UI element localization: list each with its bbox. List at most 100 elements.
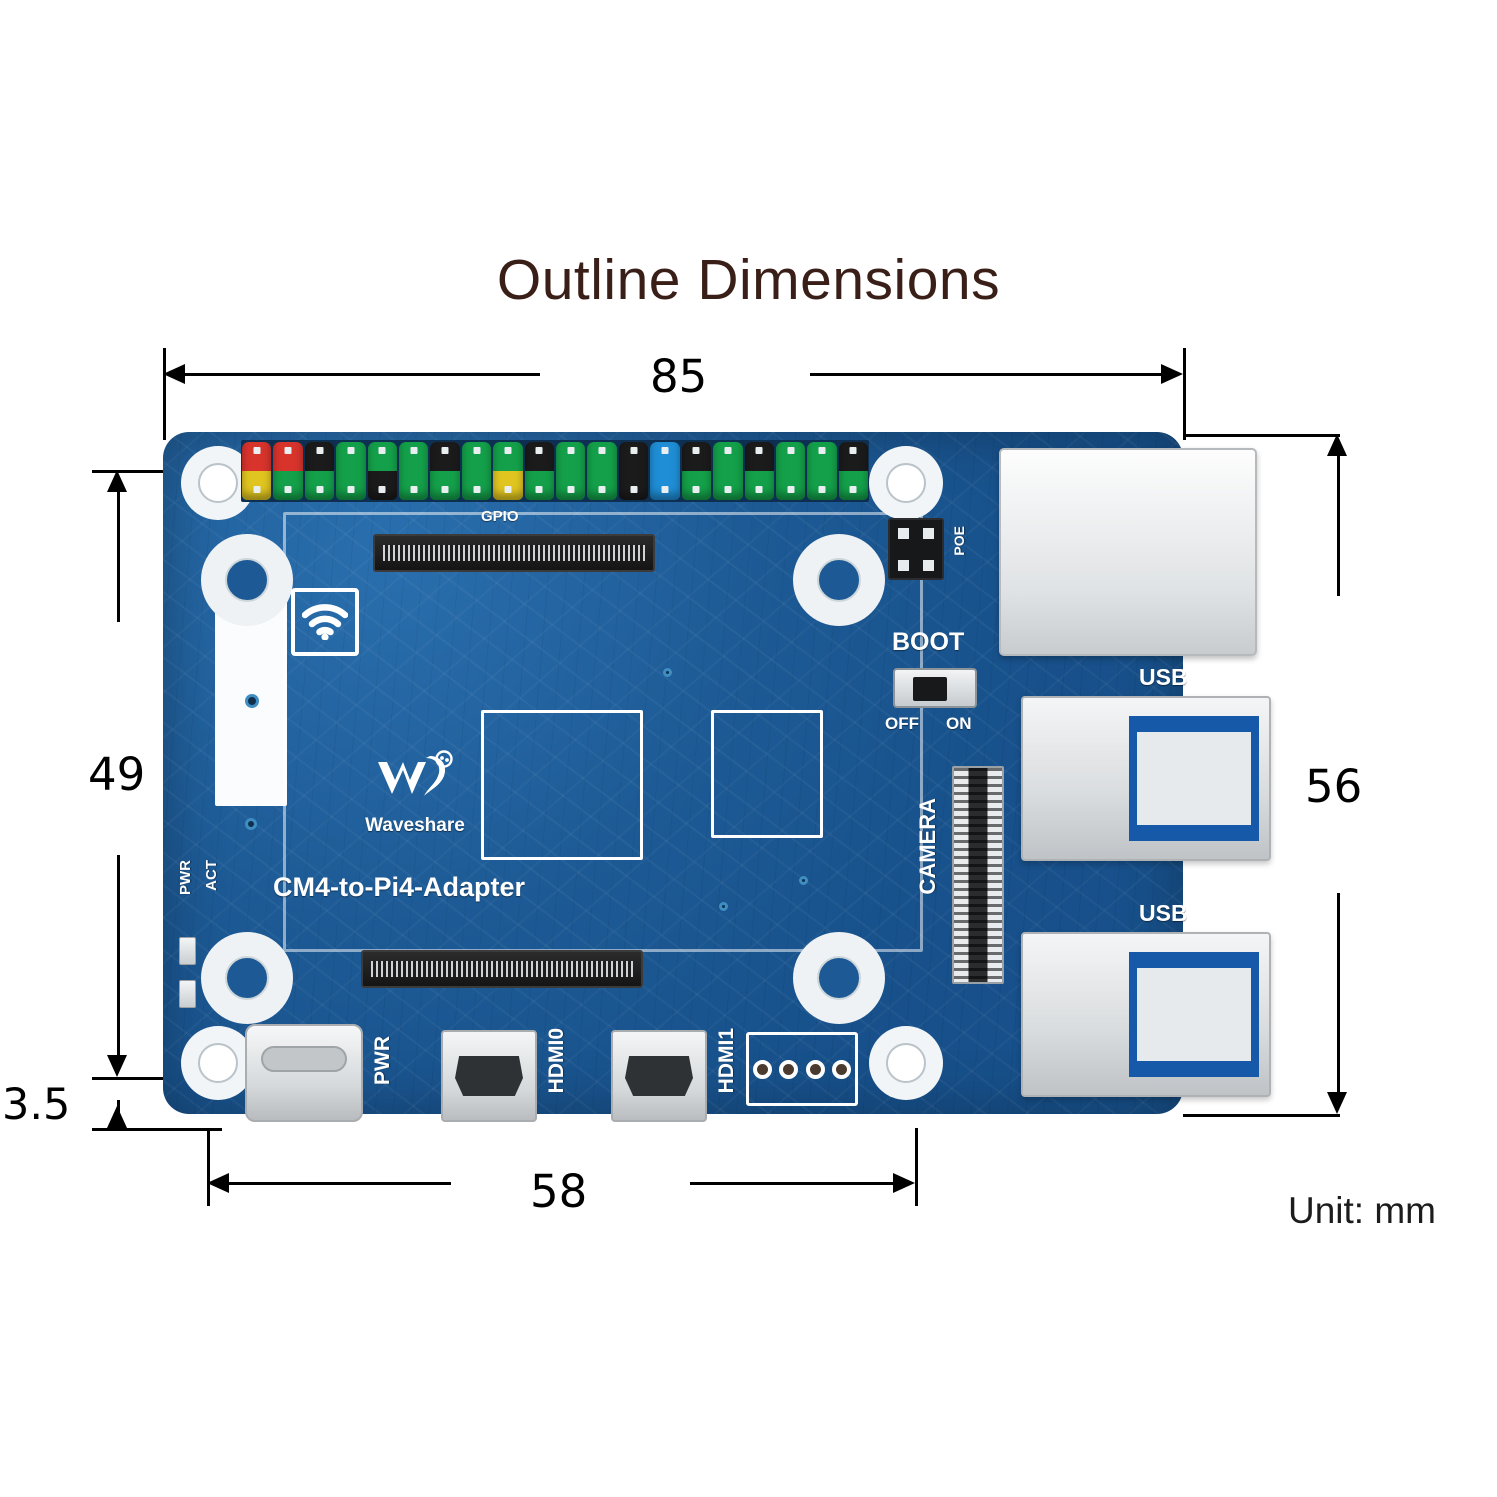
- dim-85-extension-left: [163, 348, 166, 440]
- power-led: [179, 937, 196, 965]
- mounting-hole-bottom-left: [181, 1026, 255, 1100]
- dim-58-line-right: [690, 1182, 894, 1185]
- activity-led: [179, 980, 196, 1008]
- hdmi0-port[interactable]: [441, 1030, 537, 1122]
- power-label: PWR: [371, 1036, 394, 1085]
- gpio-pin: [399, 442, 429, 500]
- standoff-ring-bottom-left: [201, 932, 293, 1024]
- dim-58-arrow-left: [207, 1173, 229, 1193]
- gpio-pin: [273, 442, 303, 500]
- led-pwr-label: PWR: [177, 860, 194, 895]
- standoff-ring-bottom-right: [793, 932, 885, 1024]
- gpio-pin: [681, 442, 712, 500]
- dim-85-extension-right: [1183, 348, 1186, 440]
- hdmi0-label: HDMI0: [545, 1028, 568, 1094]
- dim-85-line-right: [810, 373, 1162, 376]
- led-act-label: ACT: [203, 860, 220, 891]
- camera-label: CAMERA: [915, 798, 940, 895]
- dimension-label-width-bottom: 58: [530, 1165, 588, 1218]
- gpio-pin: [430, 442, 460, 500]
- dimension-label-width-top: 85: [650, 350, 708, 403]
- board-product-name: CM4-to-Pi4-Adapter: [273, 872, 526, 902]
- dim-35-extension-bottom: [92, 1128, 222, 1131]
- standoff-ring-top-right: [793, 534, 885, 626]
- via: [663, 668, 672, 677]
- gpio-pin: [556, 442, 586, 500]
- dim-85-arrow-left: [163, 364, 185, 384]
- ethernet-jack[interactable]: [999, 448, 1257, 656]
- usb-c-power-port[interactable]: [245, 1024, 363, 1122]
- gpio-pin: [744, 442, 774, 500]
- wifi-icon: [291, 588, 359, 656]
- unit-note: Unit: mm: [1288, 1190, 1436, 1231]
- gpio-label: GPIO: [481, 508, 519, 525]
- dim-56-arrow-down: [1327, 1092, 1347, 1114]
- usb-port-bottom[interactable]: [1021, 932, 1271, 1097]
- gpio-pin: [713, 442, 743, 500]
- gpio-pin: [838, 442, 869, 500]
- gpio-pin: [775, 442, 806, 500]
- mounting-hole-top-right: [869, 446, 943, 520]
- gpio-header[interactable]: [241, 440, 869, 502]
- dim-56-line-bottom: [1337, 893, 1340, 1093]
- gpio-pin: [650, 442, 680, 500]
- standoff-ring-top-left: [201, 534, 293, 626]
- boot-label: BOOT: [892, 628, 965, 656]
- dim-58-arrow-right: [893, 1173, 915, 1193]
- waveshare-wordmark: Waveshare: [365, 815, 465, 836]
- dimension-label-height-right: 56: [1305, 760, 1363, 813]
- dim-58-extension-right: [915, 1128, 918, 1206]
- gpio-pin: [367, 442, 398, 500]
- silk-ram-outline: [711, 710, 823, 838]
- dim-49-arrow-down: [107, 1055, 127, 1077]
- gpio-pin: [242, 442, 272, 500]
- gpio-pin: [336, 442, 366, 500]
- cm4-connector-top: [373, 534, 655, 572]
- hdmi1-port[interactable]: [611, 1030, 707, 1122]
- dim-58-line-left: [229, 1182, 451, 1185]
- dim-49-line-bottom: [117, 855, 120, 1055]
- boot-switch[interactable]: [893, 668, 977, 708]
- cm4-connector-bottom: [361, 950, 643, 988]
- gpio-pin: [304, 442, 335, 500]
- dim-35-arrow-up: [107, 1106, 127, 1128]
- silk-soc-outline: [481, 710, 643, 860]
- hdmi1-label: HDMI1: [715, 1028, 738, 1094]
- dim-85-line-left: [185, 373, 540, 376]
- dimension-label-offset-bottom-left: 3.5: [2, 1080, 71, 1130]
- dim-49-line-top: [117, 492, 120, 622]
- dim-49-arrow-up: [107, 470, 127, 492]
- dimension-label-height-left: 49: [88, 748, 146, 801]
- via: [719, 902, 728, 911]
- via: [245, 694, 259, 708]
- gpio-pin: [524, 442, 555, 500]
- dim-56-line-top: [1337, 456, 1340, 596]
- dim-85-arrow-right: [1161, 364, 1183, 384]
- gpio-pin: [807, 442, 837, 500]
- via: [799, 876, 808, 885]
- usb-bottom-label: USB: [1139, 900, 1188, 926]
- usb-top-label: USB: [1139, 664, 1188, 690]
- dim-56-arrow-up: [1327, 434, 1347, 456]
- mounting-hole-bottom-right: [869, 1026, 943, 1100]
- poe-header[interactable]: [888, 518, 944, 580]
- gpio-pin: [461, 442, 492, 500]
- adapter-board: GPIO Waveshare CM4-to-Pi4-Adapter POE BO…: [163, 432, 1271, 1122]
- gpio-pin: [493, 442, 523, 500]
- poe-label: POE: [951, 526, 967, 556]
- page-title: Outline Dimensions: [496, 248, 1001, 312]
- gpio-pin: [587, 442, 617, 500]
- boot-off-label: OFF: [885, 714, 919, 733]
- dim-49-extension-top: [92, 470, 212, 473]
- dim-58-extension-left: [207, 1128, 210, 1206]
- dim-49-extension-bottom: [92, 1077, 222, 1080]
- aux-4pin-header[interactable]: [746, 1032, 858, 1106]
- waveshare-logo: Waveshare: [349, 750, 481, 837]
- dim-56-extension-top: [1183, 434, 1340, 437]
- boot-on-label: ON: [946, 714, 972, 733]
- camera-connector[interactable]: [952, 766, 1004, 984]
- gpio-pin: [618, 442, 649, 500]
- via: [245, 818, 257, 830]
- dim-56-extension-bottom: [1183, 1114, 1340, 1117]
- usb-port-top[interactable]: [1021, 696, 1271, 861]
